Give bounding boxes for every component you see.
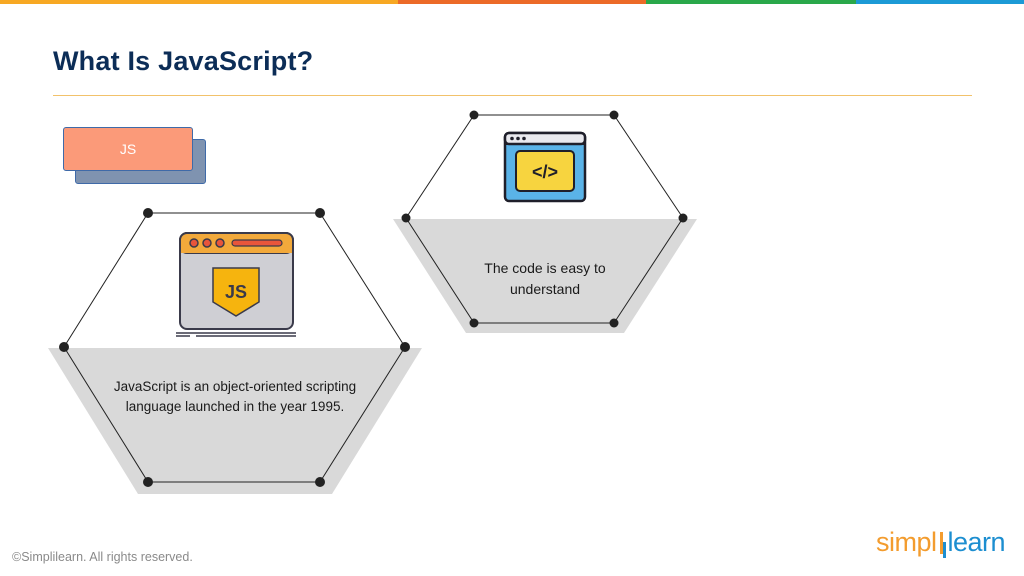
top-bar-green-segment — [646, 0, 856, 4]
hexagon-2: </> — [393, 110, 697, 333]
vertex-dot — [469, 318, 479, 328]
hexagon-2-fill — [393, 219, 697, 333]
vertex-dot — [609, 318, 619, 328]
vertex-dot — [469, 110, 479, 120]
code-browser-window-icon: </> — [503, 131, 587, 203]
vertex-dot — [678, 213, 688, 223]
top-color-bar — [0, 0, 1024, 4]
vertex-dot — [609, 110, 619, 120]
hexagon-2-vertices — [401, 110, 688, 328]
vertex-dot — [315, 477, 325, 487]
hexagon-1-text: JavaScript is an object-oriented scripti… — [113, 379, 357, 414]
logo-i-mark-icon — [938, 530, 947, 558]
js-tag-label: JS — [119, 141, 137, 157]
top-bar-red-segment — [398, 0, 646, 4]
vertex-dot — [59, 342, 69, 352]
vertex-dot — [143, 477, 153, 487]
js-icon-text: JS — [225, 282, 247, 302]
hexagon-1-fill — [48, 348, 422, 494]
hexagon-1: JS — [48, 208, 422, 494]
top-bar-orange-segment — [0, 0, 398, 4]
footer-copyright: ©Simplilearn. All rights reserved. — [12, 550, 193, 564]
hexagon-2-text: The code is easy to understand — [484, 260, 606, 297]
js-browser-window-icon: JS — [176, 232, 296, 337]
vertex-dot — [315, 208, 325, 218]
logo-text-learn: learn — [947, 527, 1006, 557]
js-tag: JS — [63, 127, 193, 171]
logo-text-simpl: simpl — [876, 527, 937, 557]
vertex-dot — [400, 342, 410, 352]
code-icon-text: </> — [532, 162, 558, 182]
simplilearn-logo: simpl learn — [876, 518, 1006, 558]
hexagon-1-vertices — [59, 208, 410, 487]
top-bar-blue-segment — [856, 0, 1024, 4]
slide-title: What Is JavaScript? — [53, 46, 314, 76]
vertex-dot — [143, 208, 153, 218]
title-divider — [53, 95, 972, 96]
vertex-dot — [401, 213, 411, 223]
